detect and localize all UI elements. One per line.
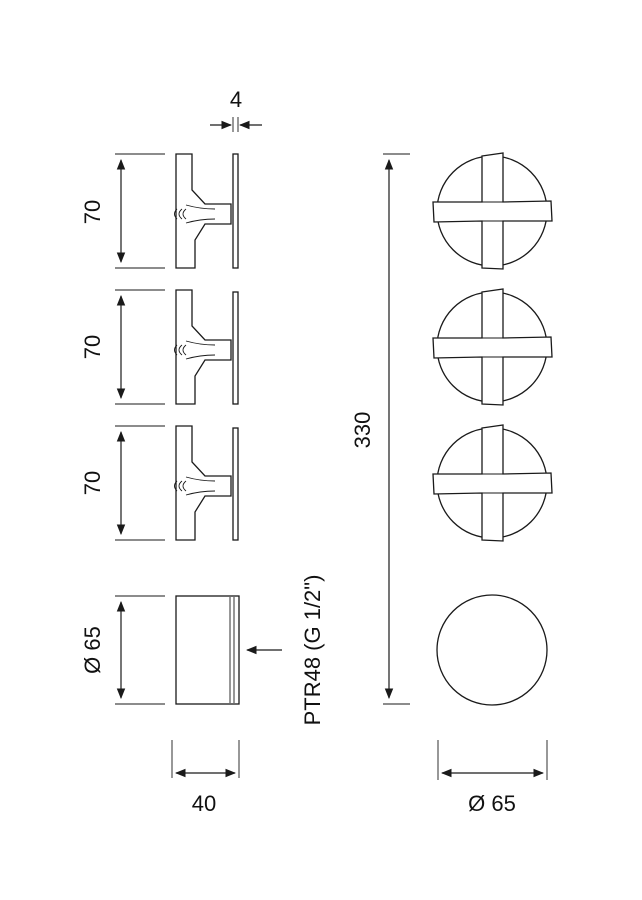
body-depth-dimension: 40	[171, 740, 240, 816]
handle-height-label-2: 70	[80, 335, 105, 359]
front-diameter-dimension: Ø 65	[437, 740, 548, 816]
handle-side-view-1: 70	[80, 153, 239, 269]
overall-height-label: 330	[350, 412, 375, 449]
handle-side-view-3: 70	[80, 425, 239, 541]
handle-height-label-1: 70	[80, 200, 105, 224]
body-depth-label: 40	[192, 791, 216, 816]
body-front-view	[436, 594, 548, 706]
body-side-view: Ø 65	[80, 595, 240, 705]
handle-height-label-3: 70	[80, 471, 105, 495]
handle-side-view-2: 70	[80, 289, 239, 405]
plate-thickness-label: 4	[230, 87, 242, 112]
handle-front-view-3	[432, 424, 553, 542]
connection-callout: PTR48 (G 1/2")	[245, 575, 325, 726]
plate-thickness-dimension: 4	[210, 87, 262, 132]
overall-height-dimension: 330	[350, 153, 410, 705]
connection-callout-label: PTR48 (G 1/2")	[300, 575, 325, 726]
front-diameter-label: Ø 65	[468, 791, 516, 816]
handle-front-view-2	[432, 288, 553, 406]
body-diameter-label: Ø 65	[80, 626, 105, 674]
handle-front-view-1	[432, 152, 553, 270]
